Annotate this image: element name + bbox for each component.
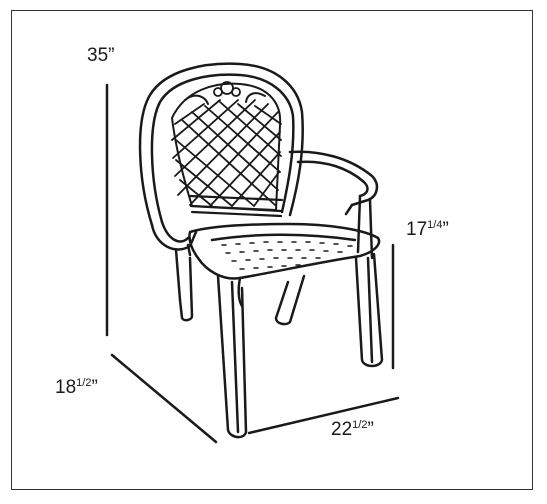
seat-height-unit: ” [442,219,449,240]
width-unit: ” [367,419,374,440]
front-right-leg [354,252,384,368]
width-value: 22 [331,419,353,440]
height-value: 35 [87,45,109,66]
seat-height-value: 17 [406,219,428,240]
backrest-rails [188,194,284,218]
diagram-frame [11,10,533,490]
height-label: 35” [87,46,114,65]
depth-label: 181/2” [55,377,98,398]
chair-backrest [138,62,304,227]
depth-value: 18 [55,377,77,398]
backrest-lattice [171,99,282,207]
seat-height-fraction: 1/4 [427,219,443,231]
width-fraction: 1/2 [352,419,368,431]
seat-texture [221,241,353,270]
chair-seat [188,222,381,308]
seat-height-label: 171/4” [406,219,449,240]
depth-fraction: 1/2 [76,377,92,389]
depth-dimension-line [110,353,218,444]
height-unit: ” [108,45,115,66]
width-dimension-line [247,396,400,435]
right-armrest [288,150,379,260]
width-label: 221/2” [331,419,374,440]
front-left-leg [216,274,248,439]
back-left-leg [178,256,194,322]
depth-unit: ” [91,377,98,398]
back-right-leg [274,274,306,326]
